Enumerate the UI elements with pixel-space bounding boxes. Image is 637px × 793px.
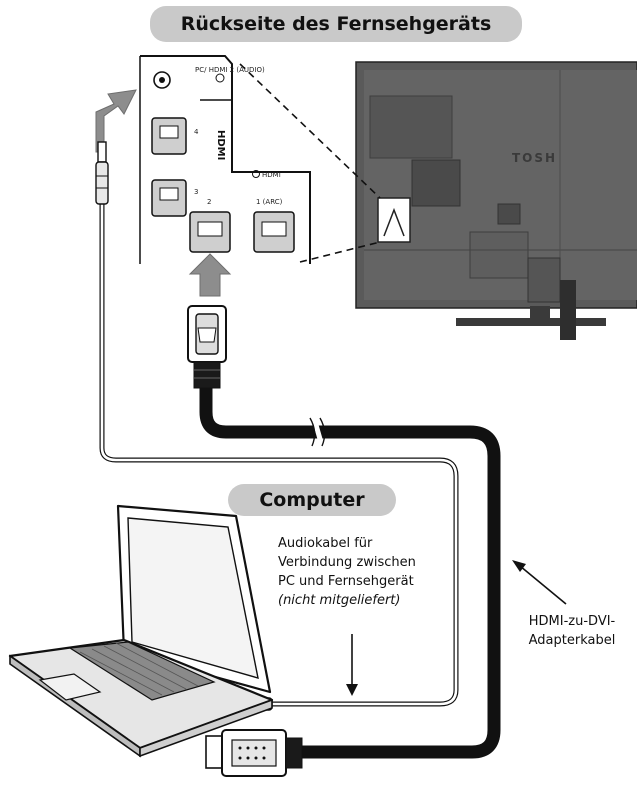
port-4-label: 4	[194, 128, 199, 136]
tv-port-highlight	[377, 197, 411, 243]
audio-cable-note: Audiokabel für Verbindung zwischen PC un…	[278, 534, 416, 610]
hdmi-note-line-1: HDMI-zu-DVI-	[528, 614, 616, 629]
hdmi-insert-arrow	[188, 253, 232, 297]
port-3-label: 3	[194, 188, 198, 196]
hdmi-cable-note: HDMI-zu-DVI- Adapterkabel	[512, 612, 632, 650]
hdmi-small-label: HDMI	[262, 171, 281, 179]
audio-note-line-2: Verbindung zwischen	[278, 555, 416, 570]
audio-note-line-1: Audiokabel für	[278, 536, 373, 551]
audio-note-arrow	[346, 634, 358, 696]
hdmi-vertical-label: HDMI	[215, 130, 226, 160]
computer-label: Computer	[228, 484, 396, 516]
tv-rear-title: Rückseite des Fernsehgeräts	[150, 6, 522, 42]
tv-rear: TOSH	[355, 61, 637, 340]
zoom-line-top	[239, 63, 381, 199]
port-2-label: 2	[207, 198, 211, 206]
tv-brand: TOSH	[512, 151, 557, 165]
pc-audio-label: PC/ HDMI 2 (AUDIO)	[195, 66, 265, 74]
audio-note-line-3: PC und Fernsehgerät	[278, 574, 414, 589]
hdmi-note-line-2: Adapterkabel	[528, 633, 616, 648]
hdmi-note-arrow	[512, 560, 567, 605]
dvi-connector	[205, 729, 303, 777]
laptop-touchpad	[38, 673, 102, 701]
hdmi-dvi-cable	[187, 305, 501, 759]
zoom-line-bottom	[299, 241, 381, 263]
audio-note-line-4: (nicht mitgeliefert)	[278, 593, 401, 608]
laptop	[8, 504, 274, 758]
connector-panel: PC/ HDMI 2 (AUDIO) HDMI 4 3 HDMI 2 1 (AR…	[139, 55, 311, 264]
port-1-label: 1 (ARC)	[256, 198, 283, 206]
audio-insert-arrow	[95, 89, 137, 153]
